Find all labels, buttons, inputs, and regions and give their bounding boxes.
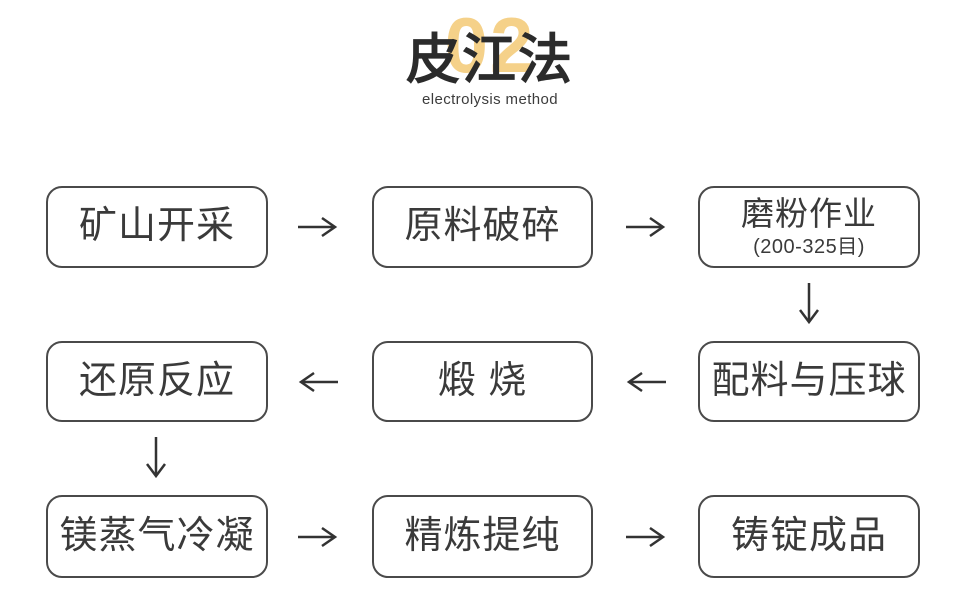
flow-box-batching-briquetting: 配料与压球 xyxy=(698,341,920,422)
arrow-left-icon xyxy=(298,370,338,394)
flow-box-label: 原料破碎 xyxy=(404,205,561,248)
flow-box-label: 煅 烧 xyxy=(437,359,528,402)
flow-box-refining: 精炼提纯 xyxy=(372,495,593,578)
section-number: 02 xyxy=(444,1,536,89)
flow-box-calcination: 煅 烧 xyxy=(372,341,593,422)
arrow-right-icon xyxy=(626,215,666,239)
arrow-right-icon xyxy=(626,525,666,549)
flow-box-label: 磨粉作业 xyxy=(741,195,877,233)
flow-box-label: 矿山开采 xyxy=(78,205,235,248)
flow-box-ingot-product: 铸锭成品 xyxy=(698,495,920,578)
arrow-right-icon xyxy=(298,215,338,239)
flow-box-reduction: 还原反应 xyxy=(46,341,268,422)
flow-box-grinding: 磨粉作业 (200-325目) xyxy=(698,186,920,268)
arrow-down-icon xyxy=(144,437,168,479)
flow-box-label: 铸锭成品 xyxy=(730,514,887,557)
arrow-down-icon xyxy=(797,283,821,325)
flow-box-crushing: 原料破碎 xyxy=(372,186,593,268)
flow-box-label: 配料与压球 xyxy=(711,359,907,402)
flow-box-label: 还原反应 xyxy=(78,359,235,402)
flow-box-label: 精炼提纯 xyxy=(404,514,561,557)
page-title: 皮江法 xyxy=(406,30,574,90)
arrow-right-icon xyxy=(298,525,338,549)
flow-box-condensation: 镁蒸气冷凝 xyxy=(46,495,268,578)
page-subtitle: electrolysis method xyxy=(422,91,558,108)
flow-box-label: 镁蒸气冷凝 xyxy=(59,514,255,557)
flow-box-mining: 矿山开采 xyxy=(46,186,268,268)
arrow-left-icon xyxy=(626,370,666,394)
flow-box-sublabel: (200-325目) xyxy=(753,235,865,258)
